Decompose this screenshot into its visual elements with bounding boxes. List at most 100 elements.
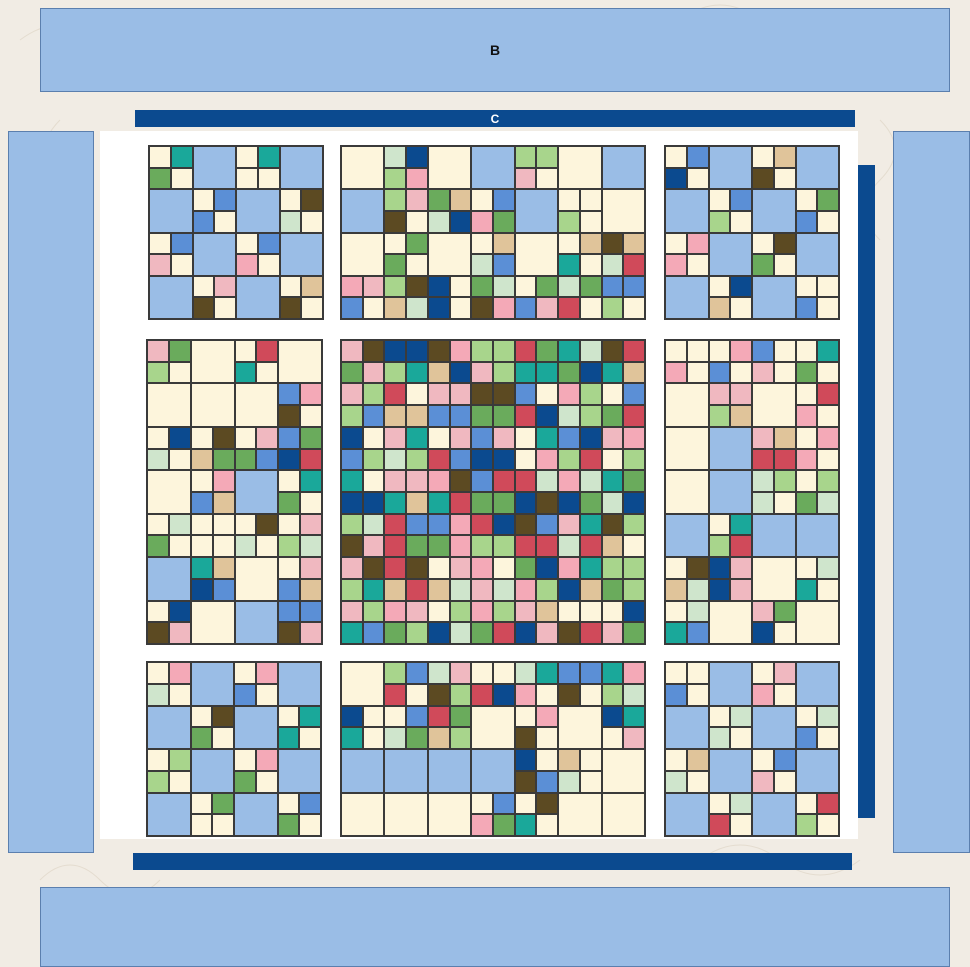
patch-square xyxy=(234,684,256,706)
patch-square xyxy=(191,727,213,749)
patch-square xyxy=(341,297,363,319)
block-corner-top-right xyxy=(664,145,840,320)
patch-square xyxy=(471,276,493,298)
patch-square xyxy=(709,189,731,211)
patch-square xyxy=(623,662,645,684)
patch-square xyxy=(493,684,515,706)
patch-square xyxy=(774,492,796,514)
patch-square xyxy=(602,362,624,384)
patch-square xyxy=(256,771,278,793)
patch-square xyxy=(471,340,493,362)
patch-square xyxy=(580,514,602,536)
patch-square xyxy=(147,622,169,644)
patch-square xyxy=(341,557,363,579)
patch-square xyxy=(363,706,385,728)
patch-square xyxy=(406,254,428,276)
patch-square xyxy=(450,662,472,684)
patch-square xyxy=(515,276,537,298)
patch-large xyxy=(341,189,384,232)
patch-square xyxy=(214,297,236,319)
patch-square xyxy=(406,189,428,211)
patch-square xyxy=(730,297,752,319)
patch-square xyxy=(191,492,213,514)
patch-square xyxy=(536,276,558,298)
patch-square xyxy=(256,362,278,384)
patch-square xyxy=(406,449,428,471)
patch-square xyxy=(363,514,385,536)
patch-square xyxy=(450,727,472,749)
patch-square xyxy=(602,535,624,557)
patch-square xyxy=(602,622,624,644)
patch-square xyxy=(450,340,472,362)
patch-square xyxy=(817,727,839,749)
patch-large xyxy=(752,383,796,426)
patch-square xyxy=(300,579,322,601)
patch-large xyxy=(235,470,279,513)
patch-square xyxy=(235,362,257,384)
patch-square xyxy=(752,254,774,276)
patch-square xyxy=(687,622,709,644)
patch-square xyxy=(687,684,709,706)
patch-square xyxy=(428,362,450,384)
patch-square xyxy=(580,557,602,579)
patch-square xyxy=(278,405,300,427)
patch-square xyxy=(428,340,450,362)
border-c-label: C xyxy=(491,112,500,126)
patch-square xyxy=(191,449,213,471)
patch-square xyxy=(709,814,731,836)
patch-square xyxy=(278,470,300,492)
patch-large xyxy=(602,146,645,189)
patch-square xyxy=(580,622,602,644)
patch-square xyxy=(687,233,709,255)
patch-square xyxy=(493,535,515,557)
border-b-bottom xyxy=(40,887,950,967)
patch-large xyxy=(236,276,280,319)
patch-square xyxy=(363,579,385,601)
patch-square xyxy=(580,383,602,405)
patch-square xyxy=(580,749,602,771)
patch-square xyxy=(493,276,515,298)
patch-square xyxy=(169,771,191,793)
patch-square xyxy=(536,383,558,405)
patch-square xyxy=(515,340,537,362)
patch-square xyxy=(665,557,687,579)
patch-square xyxy=(623,297,645,319)
patch-square xyxy=(536,749,558,771)
patch-square xyxy=(709,383,731,405)
patch-large xyxy=(428,146,471,189)
patch-square xyxy=(450,449,472,471)
patch-square xyxy=(796,211,818,233)
patch-square xyxy=(169,340,191,362)
patch-square xyxy=(341,579,363,601)
patch-square xyxy=(213,579,235,601)
patch-square xyxy=(602,233,624,255)
patch-large xyxy=(147,793,191,837)
patch-square xyxy=(363,470,385,492)
patch-square xyxy=(665,340,687,362)
patch-square xyxy=(602,297,624,319)
patch-square xyxy=(796,557,818,579)
patch-square xyxy=(536,706,558,728)
patch-square xyxy=(384,662,406,684)
patch-large xyxy=(191,383,235,426)
patch-square xyxy=(752,340,774,362)
patch-square xyxy=(406,276,428,298)
patch-square xyxy=(300,470,322,492)
patch-square xyxy=(406,557,428,579)
patch-square xyxy=(278,427,300,449)
patch-square xyxy=(817,492,839,514)
patch-square xyxy=(493,470,515,492)
patch-square xyxy=(341,405,363,427)
patch-square xyxy=(796,340,818,362)
patch-square xyxy=(665,601,687,623)
patch-square xyxy=(665,362,687,384)
patch-square xyxy=(341,727,363,749)
patch-square xyxy=(406,706,428,728)
patch-large xyxy=(235,601,279,644)
patch-square xyxy=(602,684,624,706)
patch-square xyxy=(602,449,624,471)
patch-square xyxy=(256,535,278,557)
patch-square xyxy=(709,557,731,579)
patch-square xyxy=(558,557,580,579)
patch-square xyxy=(709,535,731,557)
